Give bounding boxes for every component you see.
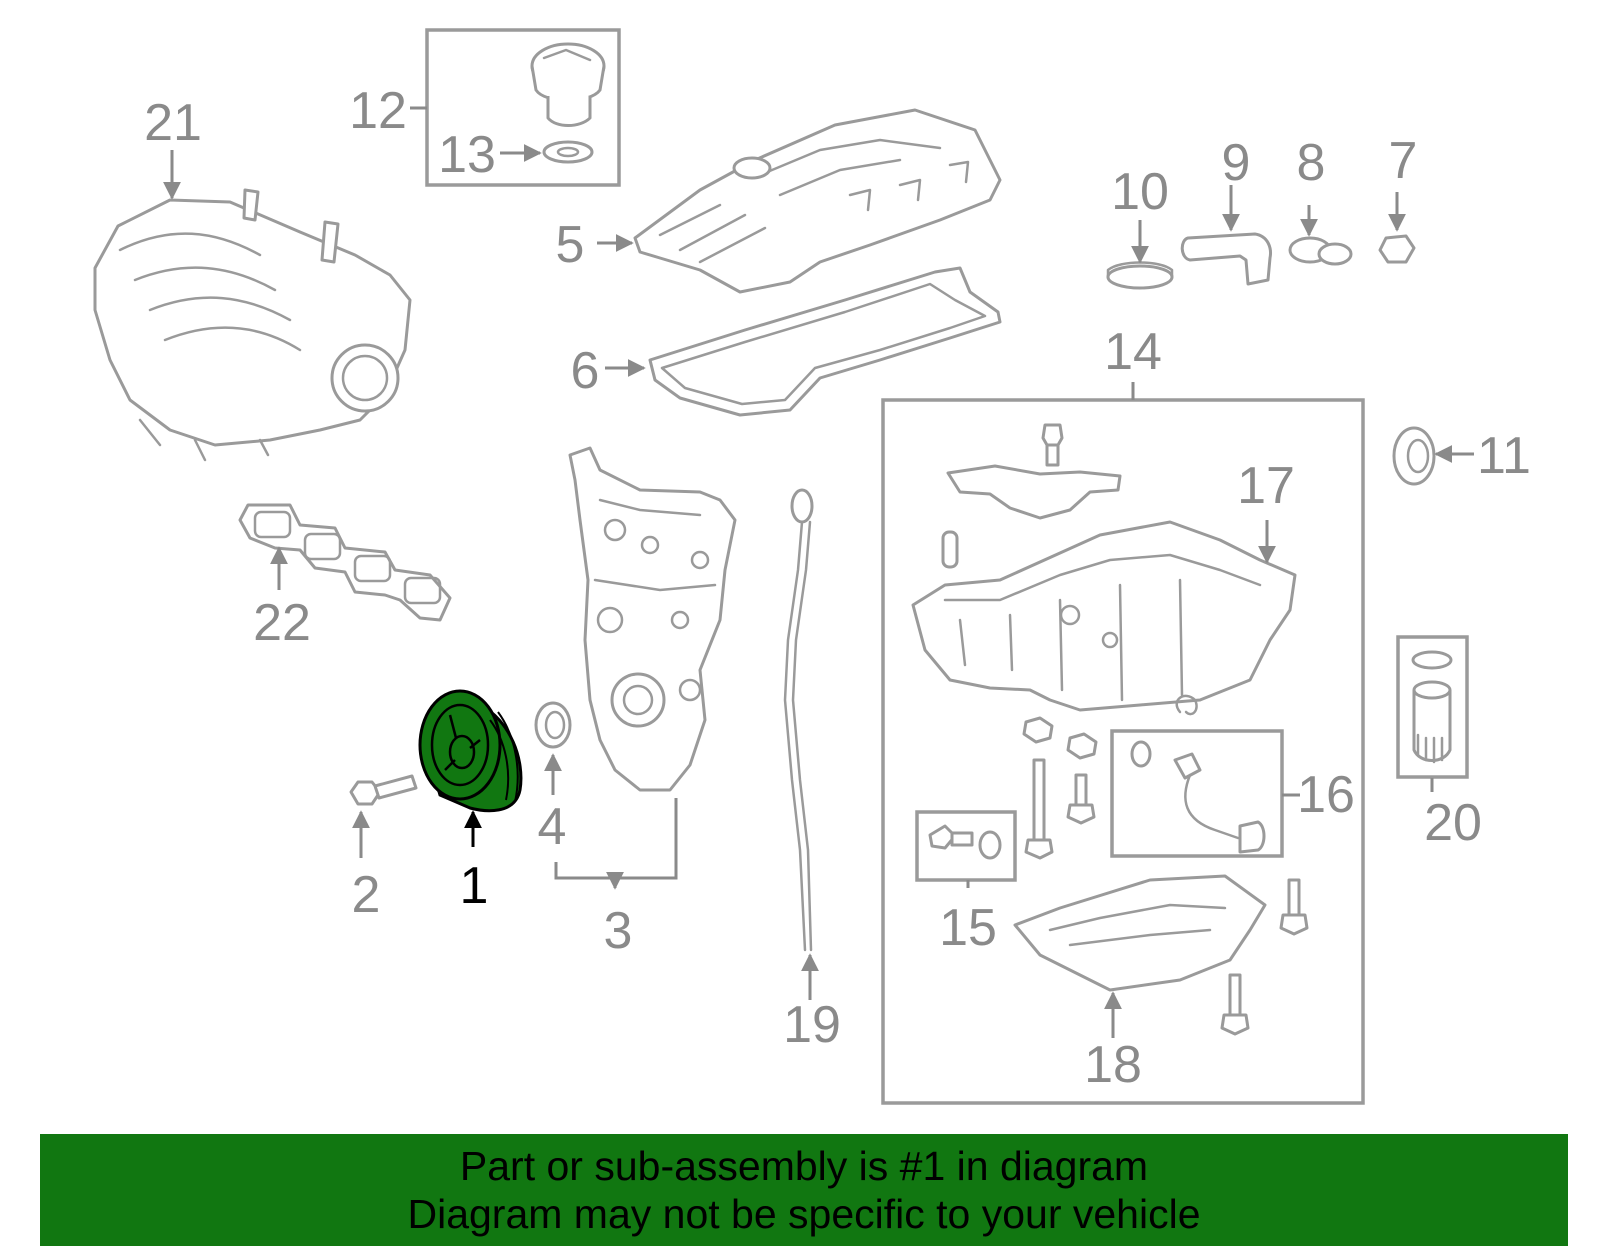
callout-5: 5	[556, 216, 585, 274]
callout-18: 18	[1084, 1036, 1142, 1094]
banner-line-1: Part or sub-assembly is #1 in diagram	[459, 1143, 1149, 1189]
seal-11	[1392, 426, 1436, 486]
bolt-14a	[1041, 423, 1064, 467]
plug-hex-b	[1066, 732, 1098, 760]
callout-20: 20	[1424, 794, 1482, 852]
oil-pan-upper	[911, 520, 1297, 712]
oil-pan-baffle	[946, 464, 1122, 520]
part-info-banner: Part or sub-assembly is #1 in diagram Di…	[40, 1134, 1568, 1246]
oil-filter-20	[1411, 650, 1453, 764]
oil-level-sensor-16	[1130, 740, 1266, 854]
callout-10: 10	[1111, 163, 1169, 221]
intake-manifold	[93, 188, 412, 462]
callout-2: 2	[352, 866, 381, 924]
callout-11: 11	[1477, 427, 1531, 485]
callout-17: 17	[1237, 457, 1295, 515]
callout-21: 21	[144, 94, 202, 152]
clip	[1175, 694, 1198, 716]
valve-cover-gasket	[648, 266, 1002, 417]
long-bolt	[1024, 758, 1054, 860]
callout-12: 12	[349, 82, 407, 140]
timing-cover	[568, 446, 737, 792]
crank-seal-4	[534, 701, 572, 749]
callout-8: 8	[1297, 134, 1326, 192]
dipstick	[783, 488, 814, 952]
callout-14: 14	[1104, 323, 1162, 381]
pulley-bolt-2	[349, 774, 418, 806]
callout-3: 3	[604, 902, 633, 960]
hose-elbow-9	[1180, 232, 1272, 286]
crankshaft-pulley	[418, 689, 523, 813]
plug-hex-a	[1022, 716, 1054, 744]
box-20	[1396, 635, 1469, 779]
valve-cover	[633, 108, 1002, 294]
callout-6: 6	[571, 342, 600, 400]
callout-22: 22	[253, 594, 311, 652]
callout-19: 19	[783, 996, 841, 1054]
plug-10	[1106, 261, 1174, 290]
callout-4: 4	[538, 798, 567, 856]
plug-8	[1288, 236, 1353, 266]
engine-parts-diagram: 1 2 3 4 5 6 7 8 9 10 11 12 13 14 15 16 1…	[93, 28, 1531, 1105]
callout-13: 13	[438, 126, 496, 184]
banner-line-2: Diagram may not be specific to your vehi…	[407, 1191, 1201, 1237]
dowel-pin	[941, 530, 959, 569]
box-15	[915, 810, 1017, 882]
pan-bolt-a	[1279, 878, 1309, 936]
short-bolt	[1066, 773, 1096, 825]
callout-9: 9	[1222, 134, 1251, 192]
oil-filler-cap	[530, 42, 606, 127]
drain-plug-15	[928, 824, 1002, 860]
leader-3	[554, 798, 678, 888]
callout-1: 1	[460, 857, 489, 915]
box-14	[881, 398, 1365, 1105]
callout-7: 7	[1389, 132, 1418, 190]
callout-15: 15	[939, 899, 997, 957]
oil-pan-lower	[1013, 874, 1267, 992]
plug-7	[1378, 234, 1416, 264]
oil-filler-seal	[542, 140, 594, 164]
pan-bolt-b	[1220, 973, 1250, 1036]
callout-16: 16	[1297, 766, 1355, 824]
